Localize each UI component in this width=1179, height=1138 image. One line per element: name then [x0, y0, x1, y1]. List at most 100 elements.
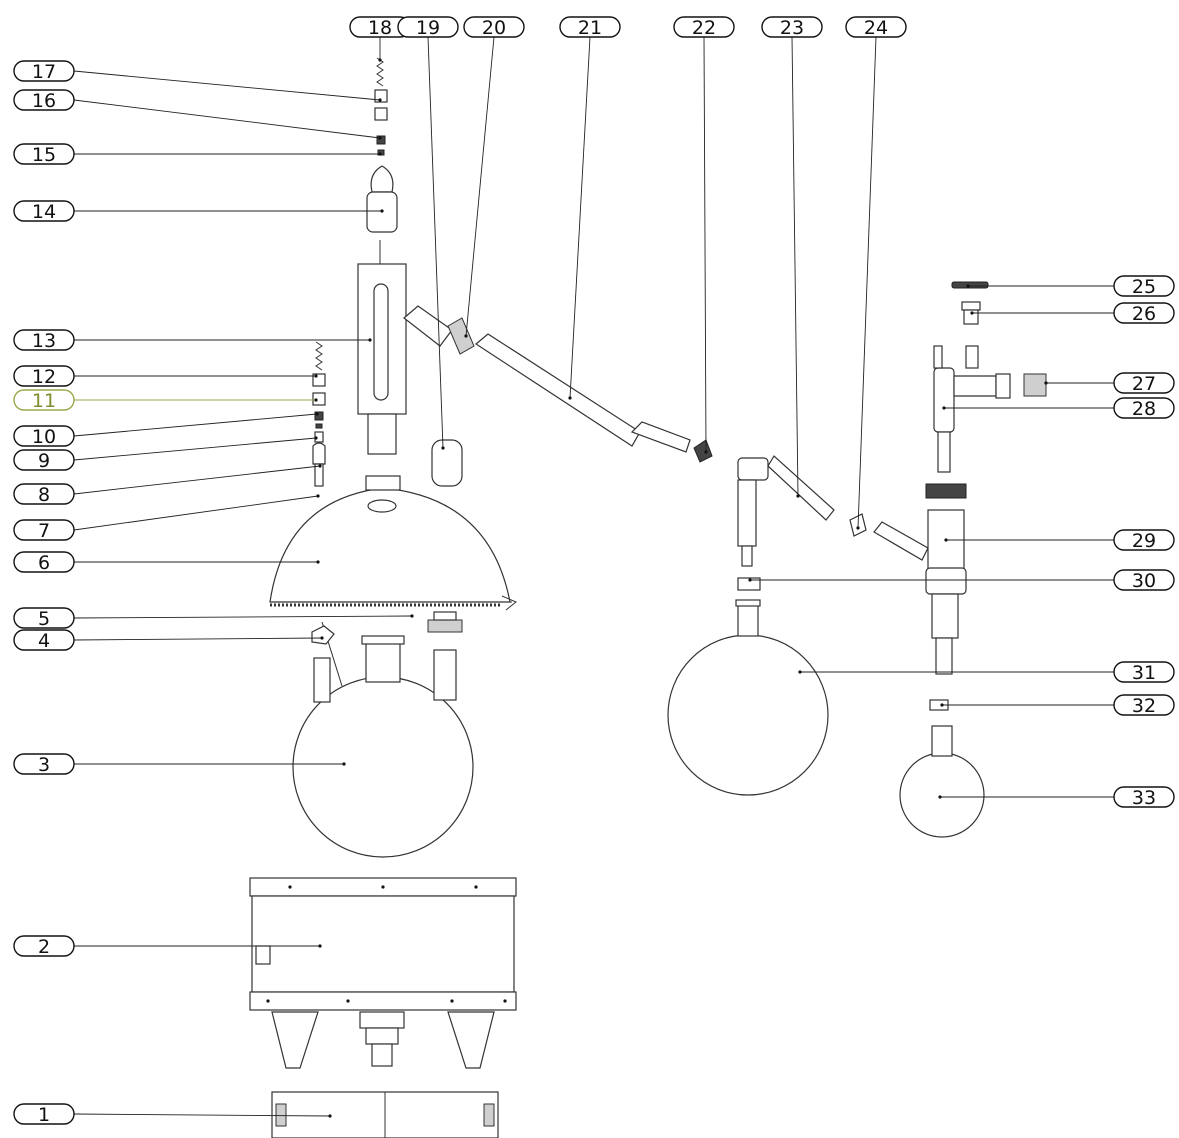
- callout-number-29: 29: [1132, 530, 1156, 552]
- callout-16: 16: [13, 89, 382, 140]
- callout-number-17: 17: [32, 61, 56, 83]
- callout-pill-13: [13, 329, 75, 351]
- callout-21: 21: [559, 16, 621, 400]
- callout-pill-11: [13, 389, 75, 411]
- callout-25: 25: [966, 275, 1175, 298]
- callout-number-18: 18: [368, 17, 392, 39]
- callout-pill-12: [13, 365, 75, 387]
- leader-dot-19: [441, 446, 445, 450]
- callout-number-24: 24: [864, 17, 888, 39]
- callout-30: 30: [748, 569, 1175, 592]
- callout-32: 32: [940, 694, 1175, 717]
- callout-28: 28: [942, 397, 1175, 420]
- leader-dot-9: [314, 436, 318, 440]
- callout-pill-4: [13, 629, 75, 651]
- callout-29: 29: [944, 529, 1175, 552]
- part-condenser: [357, 240, 407, 455]
- callout-number-23: 23: [780, 17, 804, 39]
- callout-pill-7: [13, 519, 75, 541]
- leader-dot-12: [314, 374, 318, 378]
- callout-number-2: 2: [38, 936, 50, 958]
- callout-7: 7: [13, 494, 320, 542]
- callout-pill-28: [1113, 397, 1175, 419]
- callout-pill-29: [1113, 529, 1175, 551]
- part-base-plate: [271, 1091, 499, 1138]
- part-top-stack: [366, 57, 398, 233]
- leader-dot-25: [966, 284, 970, 288]
- callout-8: 8: [13, 464, 322, 506]
- callout-number-19: 19: [416, 17, 440, 39]
- callout-number-12: 12: [32, 366, 56, 388]
- callout-12: 12: [13, 365, 318, 388]
- callout-pill-5: [13, 607, 75, 629]
- callout-2: 2: [13, 935, 322, 958]
- callout-number-26: 26: [1132, 303, 1156, 325]
- callout-number-3: 3: [38, 754, 50, 776]
- leader-dot-29: [944, 538, 948, 542]
- callout-9: 9: [13, 436, 318, 472]
- leader-dot-2: [318, 944, 322, 948]
- callout-number-31: 31: [1132, 662, 1156, 684]
- callout-17: 17: [13, 60, 382, 102]
- leader-dot-23: [796, 494, 800, 498]
- callout-number-15: 15: [32, 144, 56, 166]
- callout-number-16: 16: [32, 90, 56, 112]
- leader-line-19: [427, 36, 444, 449]
- leader-line-17: [73, 70, 381, 101]
- leader-line-5: [73, 615, 413, 619]
- callout-number-10: 10: [32, 426, 56, 448]
- callout-33: 33: [938, 786, 1175, 809]
- leader-dot-24: [856, 526, 860, 530]
- leader-dot-32: [940, 703, 944, 707]
- callout-pill-30: [1113, 569, 1175, 591]
- leader-dot-20: [464, 334, 468, 338]
- leader-dot-3: [342, 762, 346, 766]
- callout-pill-32: [1113, 694, 1175, 716]
- callout-number-22: 22: [692, 17, 716, 39]
- leader-line-1: [73, 1113, 331, 1117]
- callout-pill-8: [13, 483, 75, 505]
- part-clamp: [311, 611, 463, 645]
- callout-pill-23: [761, 16, 823, 38]
- leader-dot-28: [942, 406, 946, 410]
- callout-number-11: 11: [32, 390, 56, 412]
- leader-line-10: [73, 413, 318, 437]
- callout-number-4: 4: [38, 630, 50, 652]
- callout-pill-19: [397, 16, 459, 38]
- callout-pill-6: [13, 551, 75, 573]
- callout-pill-9: [13, 449, 75, 471]
- leader-dot-10: [315, 412, 319, 416]
- callout-18: 18: [349, 16, 411, 62]
- callout-pill-16: [13, 89, 75, 111]
- leader-line-23: [791, 36, 799, 497]
- leader-line-22: [703, 36, 707, 453]
- part-right-top: [933, 281, 1047, 473]
- callout-pill-31: [1113, 661, 1175, 683]
- callout-number-28: 28: [1132, 398, 1156, 420]
- callout-pill-20: [463, 16, 525, 38]
- leader-dot-30: [748, 578, 752, 582]
- leader-dot-17: [378, 98, 382, 102]
- leader-line-21: [569, 36, 591, 399]
- leader-line-7: [73, 495, 319, 531]
- callout-14: 14: [13, 200, 384, 223]
- callout-31: 31: [798, 661, 1175, 684]
- callout-13: 13: [13, 329, 372, 352]
- part-angled-tube: [403, 305, 691, 453]
- callout-20: 20: [463, 16, 525, 338]
- callout-number-6: 6: [38, 552, 50, 574]
- callout-number-20: 20: [482, 17, 506, 39]
- callout-6: 6: [13, 551, 320, 574]
- part-small-flask: [899, 699, 985, 838]
- part-valve-assembly: [693, 439, 835, 567]
- part-large-flask: [292, 621, 474, 858]
- leader-dot-13: [368, 338, 372, 342]
- leader-dot-14: [380, 209, 384, 213]
- callout-pill-25: [1113, 275, 1175, 297]
- callout-pill-24: [845, 16, 907, 38]
- part-cup: [431, 439, 463, 487]
- leader-dot-33: [938, 795, 942, 799]
- callout-pill-1: [13, 1103, 75, 1125]
- callout-pill-21: [559, 16, 621, 38]
